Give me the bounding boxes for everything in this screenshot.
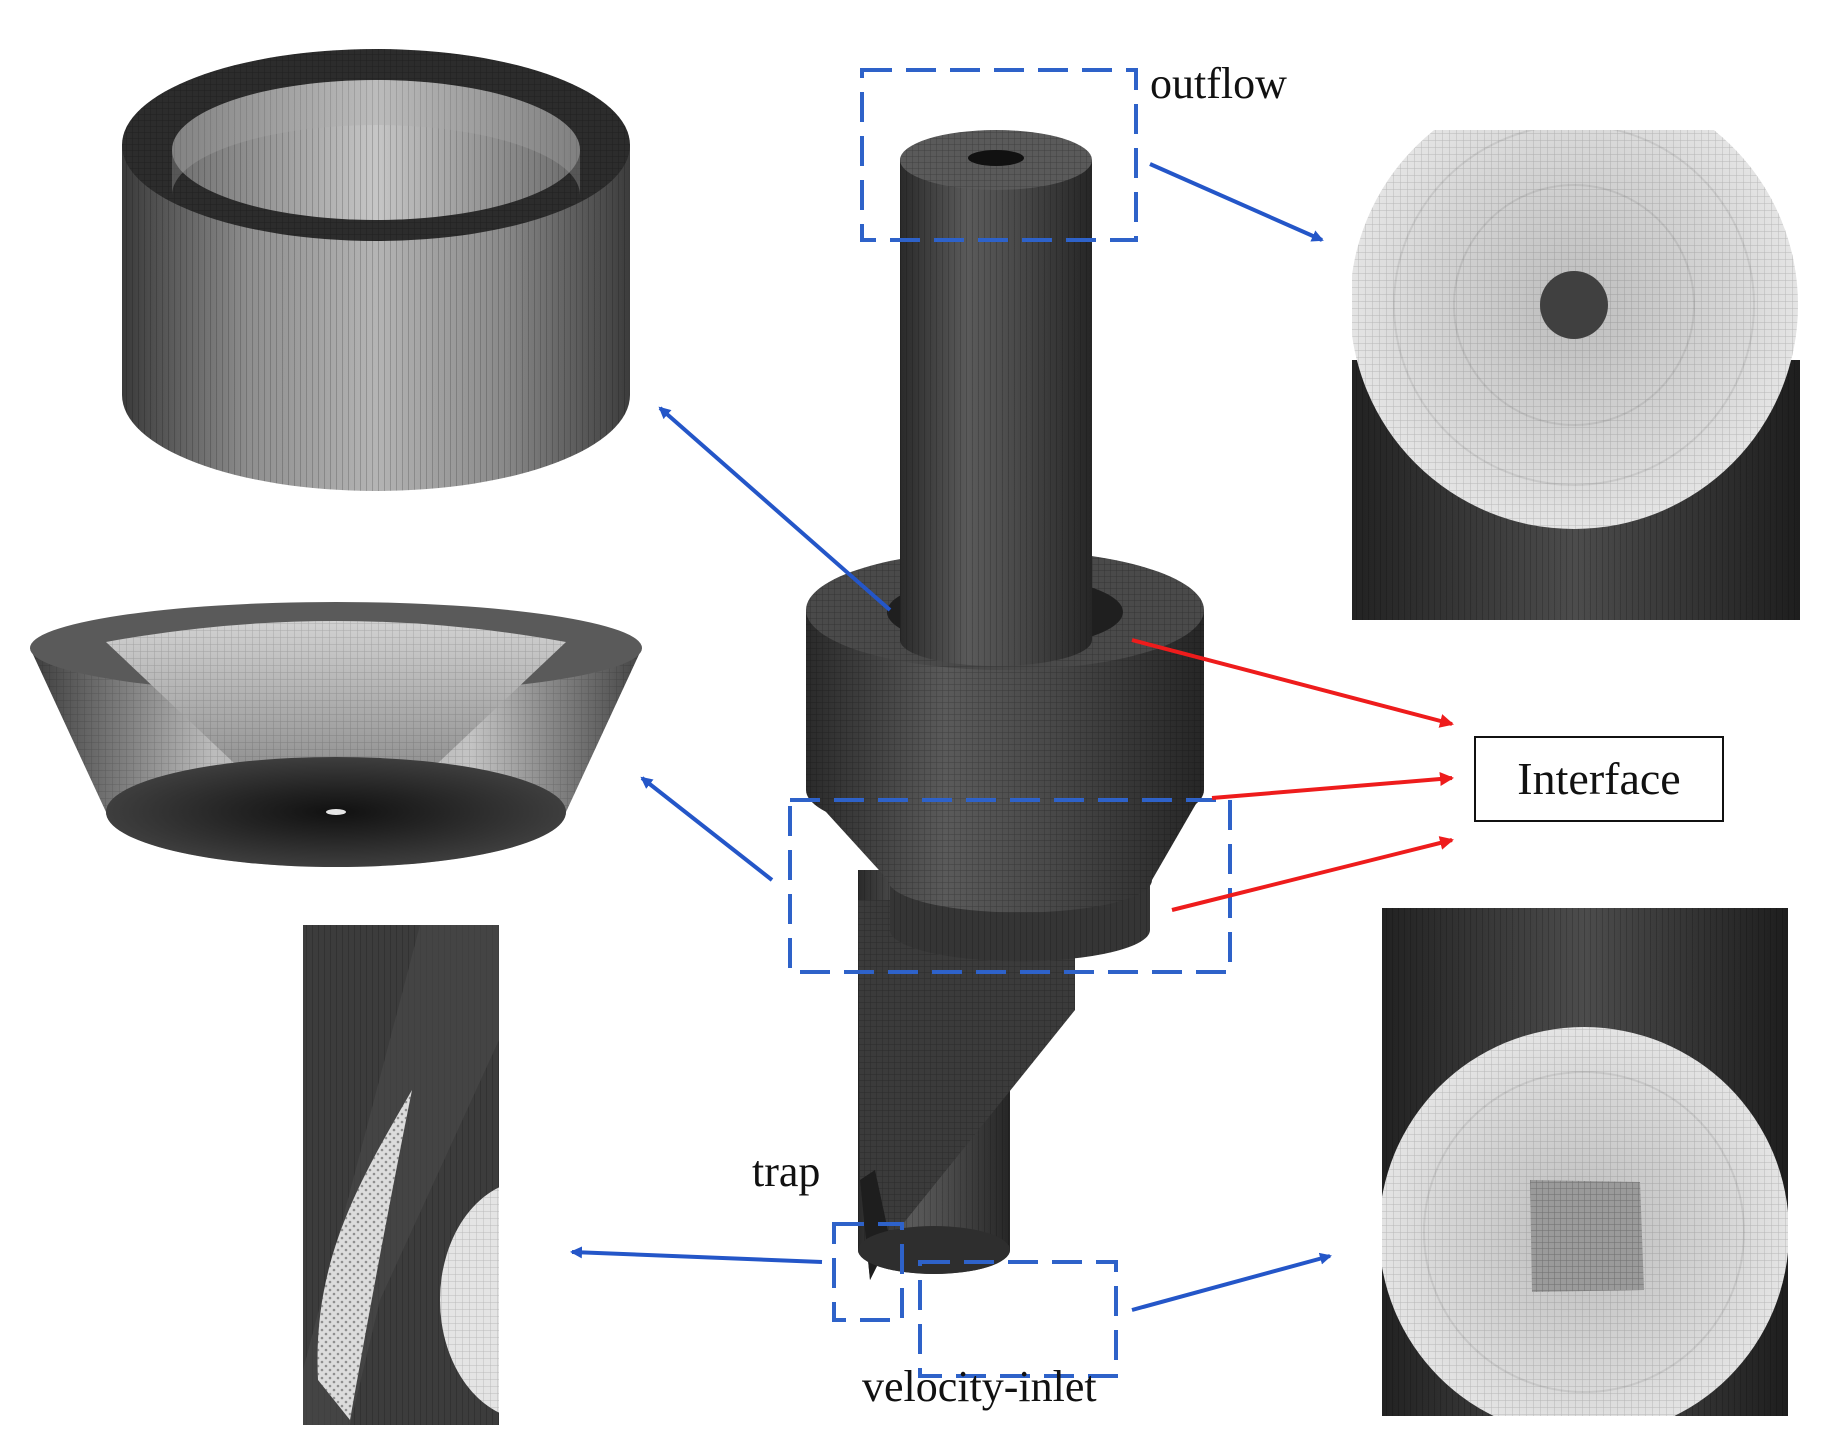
interface-arrow-top (1131, 638, 1454, 728)
trap-label: trap (752, 1147, 821, 1196)
outflow-label: outflow (1150, 59, 1287, 108)
arrow-to-trap-section (570, 1246, 823, 1264)
detail-arrows (570, 162, 1332, 1312)
main-assembly-mesh (806, 130, 1204, 1280)
inlet-highlight-box (918, 1260, 1118, 1378)
interface-arrow-bottom (1171, 836, 1454, 912)
highlight-boxes (788, 68, 1232, 1378)
cone-highlight-box (788, 798, 1232, 974)
arrow-to-ring-section (658, 406, 892, 612)
velocity-inlet-label: velocity-inlet (862, 1362, 1097, 1411)
interface-arrow-middle (1211, 772, 1454, 800)
outlet-face-mesh (1352, 130, 1800, 620)
inlet-face-mesh (1382, 908, 1788, 1416)
trap-section-mesh (303, 925, 499, 1425)
outflow-highlight-box (860, 68, 1138, 242)
cone-section-mesh (30, 602, 642, 867)
ring-section-mesh (122, 49, 630, 491)
interface-label: Interface (1517, 753, 1681, 804)
interface-label-box: Interface (1474, 736, 1724, 822)
arrow-to-cone-section (640, 776, 774, 882)
arrow-to-inlet-face (1131, 1252, 1332, 1312)
trap-highlight-box (832, 1222, 904, 1322)
interface-arrows (1131, 638, 1454, 912)
arrow-to-outlet-face (1149, 162, 1324, 242)
